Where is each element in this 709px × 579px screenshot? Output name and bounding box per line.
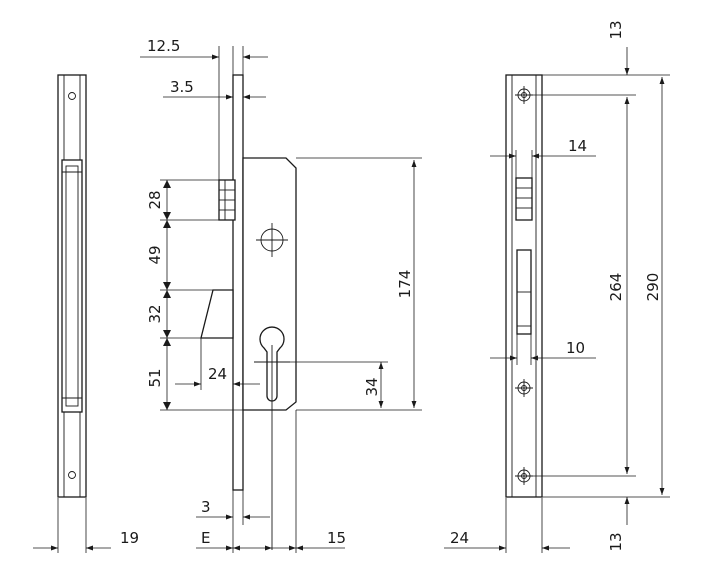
dim-28-label: 28 (146, 190, 164, 209)
dim-264-label: 264 (607, 273, 625, 302)
faceplate-view: 14 10 13 264 290 13 24 (444, 20, 670, 553)
dim-14-label: 14 (568, 137, 587, 155)
dim-3-bottom-label: 3 (201, 498, 211, 516)
left-lock-body (61, 159, 83, 413)
bolt-opening (515, 177, 533, 221)
dim-49-label: 49 (146, 245, 164, 264)
dim-13-top-label: 13 (607, 20, 625, 39)
dim-174-label: 174 (396, 270, 414, 299)
latch-bolt (200, 289, 234, 339)
dim-24-latch-label: 24 (208, 365, 227, 383)
dim-290-label: 290 (644, 273, 662, 302)
front-view: 12.5 3.5 28 49 32 51 24 174 (140, 37, 422, 553)
dim-E-label: E (201, 529, 210, 547)
screw-hole-middle (515, 379, 533, 397)
screw-hole-top (515, 86, 533, 104)
left-side-view: 19 (33, 74, 139, 553)
dim-13-bottom-label: 13 (607, 532, 625, 551)
dim-32-label: 32 (146, 304, 164, 323)
dim-3-5-label: 3.5 (170, 78, 194, 96)
dim-34-label: 34 (363, 377, 381, 396)
dim-10-label: 10 (566, 339, 585, 357)
screw-hole-bottom (515, 467, 533, 485)
left-screw-hole-bottom (68, 471, 76, 479)
dim-24-plate-label: 24 (450, 529, 469, 547)
front-faceplate (232, 74, 244, 491)
dim-51-label: 51 (146, 368, 164, 387)
dim-15-label: 15 (327, 529, 346, 547)
dim-19-label: 19 (120, 529, 139, 547)
dim-12-5-label: 12.5 (147, 37, 180, 55)
left-screw-hole-top (68, 92, 76, 100)
